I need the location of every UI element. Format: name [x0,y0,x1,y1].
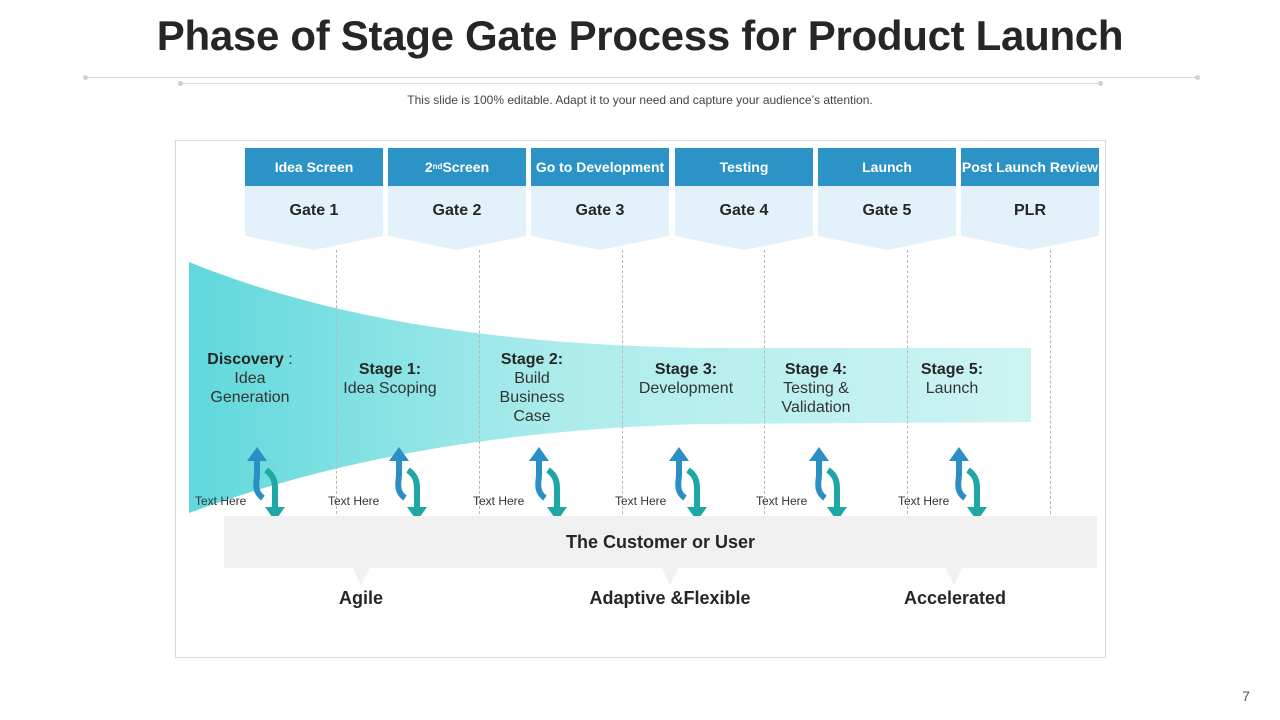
gate-label-5: Gate 5 [818,186,956,250]
gate-header-3: Go to Development [531,148,669,186]
gate-label-1: Gate 1 [245,186,383,250]
page-number: 7 [1242,688,1250,704]
attribute-accelerated: Accelerated [903,588,1007,608]
text-placeholder: Text Here [756,494,808,508]
stage-5: Stage 5: Launch [920,361,984,397]
text-placeholder: Text Here [328,494,380,508]
bar-pointer [352,567,370,585]
gate-label-4: Gate 4 [675,186,813,250]
divider-dot [1098,81,1103,86]
exchange-arrows-icon [389,447,427,521]
text-placeholder: Text Here [473,494,525,508]
gate-label-3: Gate 3 [531,186,669,250]
stage-discovery: Discovery : Idea Generation [207,351,293,406]
divider-dot [178,81,183,86]
gate-divider-line [907,250,908,514]
exchange-arrows-icon [809,447,847,521]
customer-bar: The Customer or User [224,516,1097,568]
slide-subtitle: This slide is 100% editable. Adapt it to… [407,93,873,107]
exchange-arrows-icon [669,447,707,521]
gate-divider-line [622,250,623,514]
exchange-arrows-icon [247,447,285,521]
gate-divider-line [479,250,480,514]
stage-1: Stage 1: Idea Scoping [343,361,437,397]
title-divider [85,77,1197,78]
stage-2: Stage 2: Build Business Case [499,351,565,425]
attribute-adaptive: Adaptive &Flexible [589,588,751,608]
gate-header-6: Post Launch Review [961,148,1099,186]
slide-title: Phase of Stage Gate Process for Product … [156,12,1124,59]
exchange-arrows-icon [949,447,987,521]
exchange-arrows-icon [529,447,567,521]
text-placeholder: Text Here [195,494,247,508]
gate-header-5: Launch [818,148,956,186]
attribute-agile: Agile [338,588,383,608]
bar-pointer [661,567,679,585]
bar-pointer [945,567,963,585]
gate-divider-line [336,250,337,514]
stage-3: Stage 3: Development [638,361,734,397]
stage-4: Stage 4: Testing & Validation [781,361,851,416]
gate-label-6: PLR [961,186,1099,250]
divider-dot [1195,75,1200,80]
title-divider-inner [180,83,1100,84]
gate-divider-line [764,250,765,514]
gate-header-4: Testing [675,148,813,186]
gate-header-1: Idea Screen [245,148,383,186]
divider-dot [83,75,88,80]
text-placeholder: Text Here [615,494,667,508]
gate-label-2: Gate 2 [388,186,526,250]
diagram-frame [175,140,1106,658]
text-placeholder: Text Here [898,494,950,508]
gate-divider-line [1050,250,1051,514]
